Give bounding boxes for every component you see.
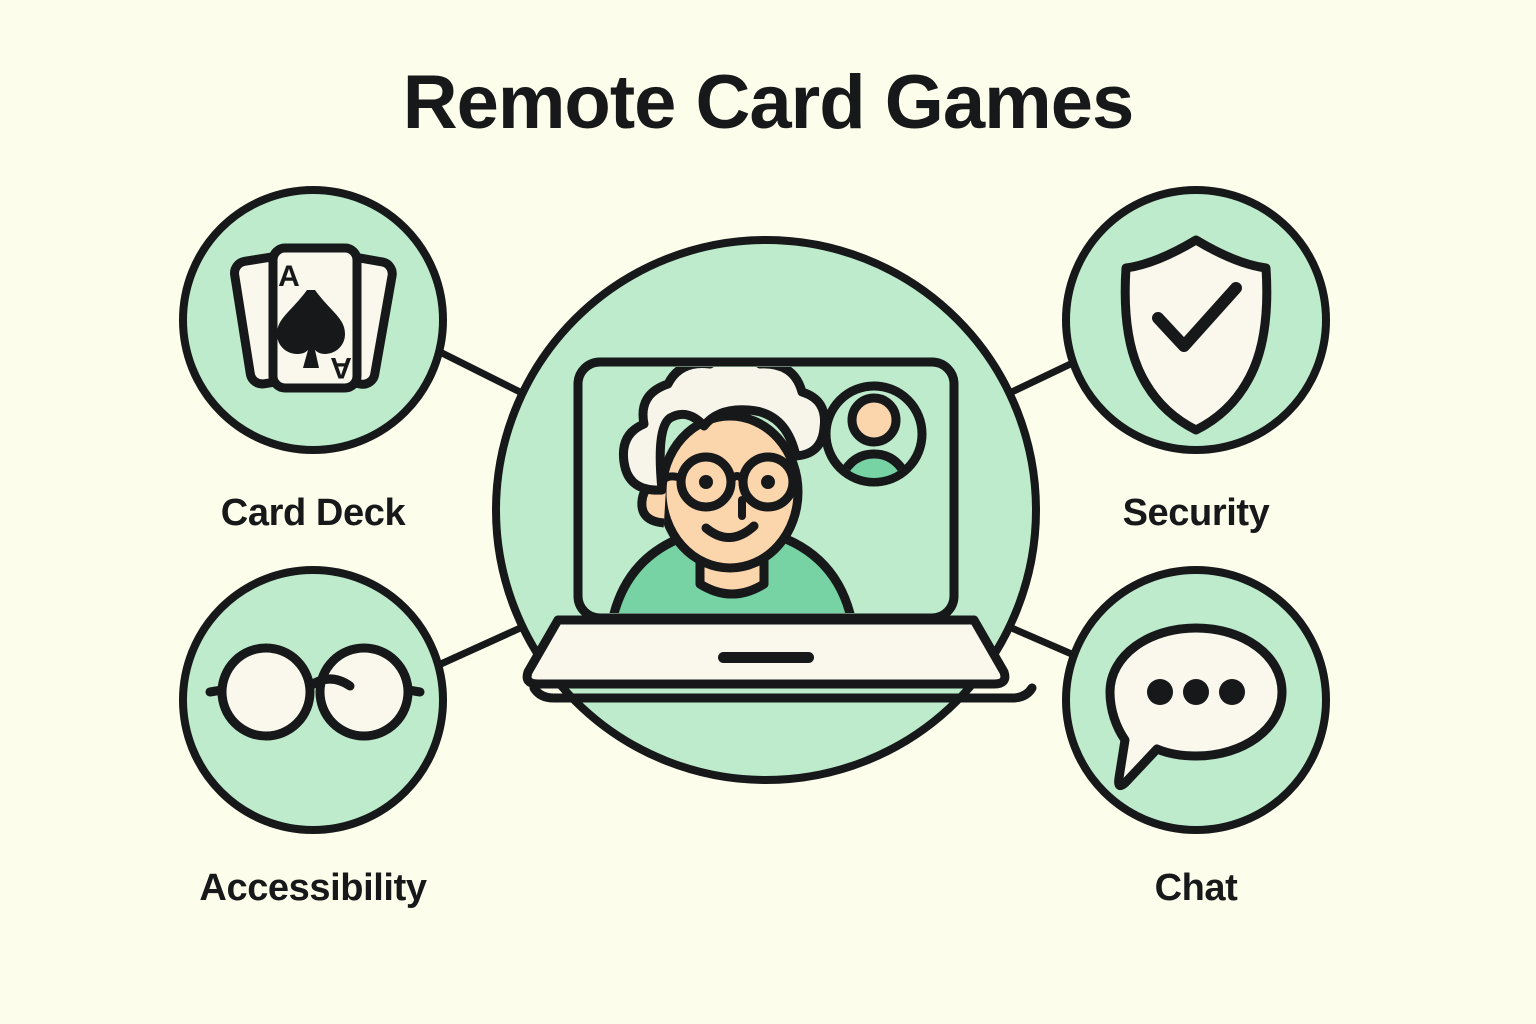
glasses-left-lens-shape [217,643,315,741]
playing-cards-icon: A A [230,243,397,393]
participant-avatar-icon [821,381,927,487]
glasses-left-temple-shape [205,685,227,697]
caller-smile [701,521,759,542]
participant-head [847,393,901,447]
laptop-lip [529,683,1037,703]
laptop-base [522,615,1037,703]
speech-bubble-shape [1105,623,1287,790]
ellipsis-dot-3 [1219,679,1245,705]
caller-hair [618,367,830,495]
security-label: Security [1123,492,1270,534]
glasses-right-lens-shape [315,643,413,741]
glasses-bridge [727,472,747,484]
card-rank-top: A [278,260,300,293]
shield-check-icon [1120,235,1272,435]
video-call-hub[interactable] [492,236,1040,784]
caller-right-pupil [761,475,775,489]
laptop-icon [573,357,959,623]
glasses-bridge-shape [305,674,355,691]
page-title: Remote Card Games [403,60,1134,145]
node-chat[interactable]: Chat [1062,566,1330,909]
caller-glasses [659,452,798,512]
chat-label: Chat [1155,867,1239,909]
speech-bubble-ellipsis-icon [1105,623,1287,790]
glasses-left-temple [659,472,685,484]
eyeglasses-icon [205,643,425,741]
ellipsis-dot-2 [1183,679,1209,705]
trackpad-bar [718,652,814,663]
node-security[interactable]: Security [1062,186,1330,534]
card-deck-label: Card Deck [221,492,407,534]
node-accessibility[interactable]: Accessibility [179,566,447,909]
caller-left-pupil [699,475,713,489]
ellipsis-dot-1 [1147,679,1173,705]
check-mark-icon [1152,282,1242,352]
accessibility-label: Accessibility [199,867,426,909]
glasses-right-temple-shape [403,685,425,697]
node-card-deck[interactable]: A A Card Deck [179,186,447,534]
video-call-content [607,367,927,613]
elderly-person-avatar [607,367,857,613]
card-rank-bottom: A [330,351,352,384]
card-spade-symbol [277,290,345,368]
